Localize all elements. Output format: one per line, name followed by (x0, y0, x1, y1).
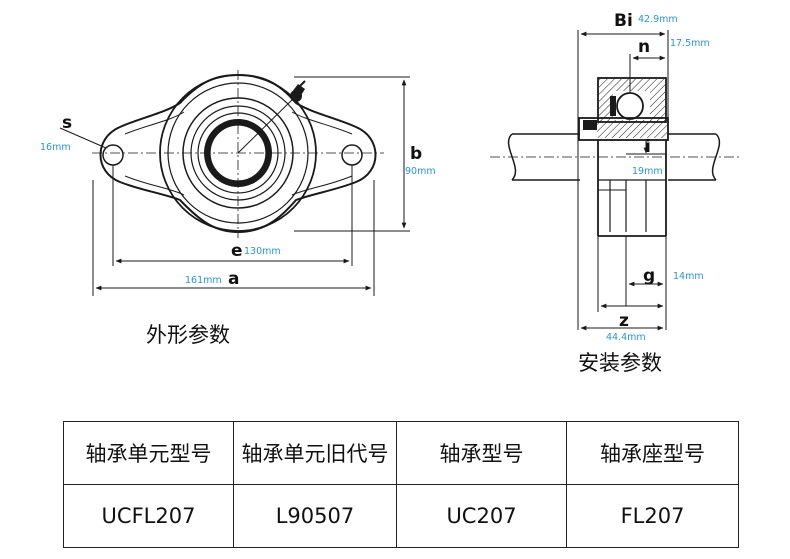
label-s: s (62, 113, 72, 133)
label-e: e (231, 241, 243, 261)
front-view-caption: 外形参数 (146, 323, 230, 347)
table-row: UCFL207 L90507 UC207 FL207 (63, 484, 739, 548)
dim-i: 19mm (632, 166, 663, 177)
shaft (490, 133, 740, 181)
bolt-hole-right (341, 144, 363, 166)
label-Bi: Bi (614, 11, 633, 31)
side-view-caption: 安装参数 (578, 351, 662, 375)
label-a: a (228, 269, 239, 289)
side-view (490, 30, 740, 331)
dim-s: 16mm (40, 142, 71, 153)
cell-unit-model: UCFL207 (63, 484, 234, 548)
dim-z: 44.4mm (606, 332, 646, 343)
header-unit-model: 轴承单元型号 (63, 421, 234, 485)
bearing-section (597, 77, 667, 123)
dim-e: 130mm (244, 246, 281, 257)
label-b: b (410, 144, 422, 164)
label-n: n (638, 37, 650, 57)
table-header-row: 轴承单元型号 轴承单元旧代号 轴承型号 轴承座型号 (63, 421, 739, 485)
dim-Bi: 42.9mm (638, 14, 678, 25)
dim-n: 17.5mm (670, 38, 710, 49)
spec-table: 轴承单元型号 轴承单元旧代号 轴承型号 轴承座型号 UCFL207 L90507… (63, 421, 739, 548)
ball-icon (616, 92, 644, 120)
dim-g: 14mm (673, 271, 704, 282)
cell-housing-model: FL207 (566, 484, 739, 548)
dim-a: 161mm (185, 275, 222, 286)
label-z: z (619, 311, 629, 331)
cell-bearing-model: UC207 (396, 484, 567, 548)
cell-unit-old-code: L90507 (233, 484, 397, 548)
header-bearing-model: 轴承型号 (396, 421, 567, 485)
front-view (59, 70, 410, 296)
header-unit-old-code: 轴承单元旧代号 (233, 421, 397, 485)
housing-section (597, 140, 667, 237)
label-g: g (643, 266, 655, 286)
label-i: i (645, 137, 651, 157)
dim-b: 90mm (405, 166, 436, 177)
grease-nipple-icon (290, 80, 306, 102)
header-housing-model: 轴承座型号 (566, 421, 739, 485)
